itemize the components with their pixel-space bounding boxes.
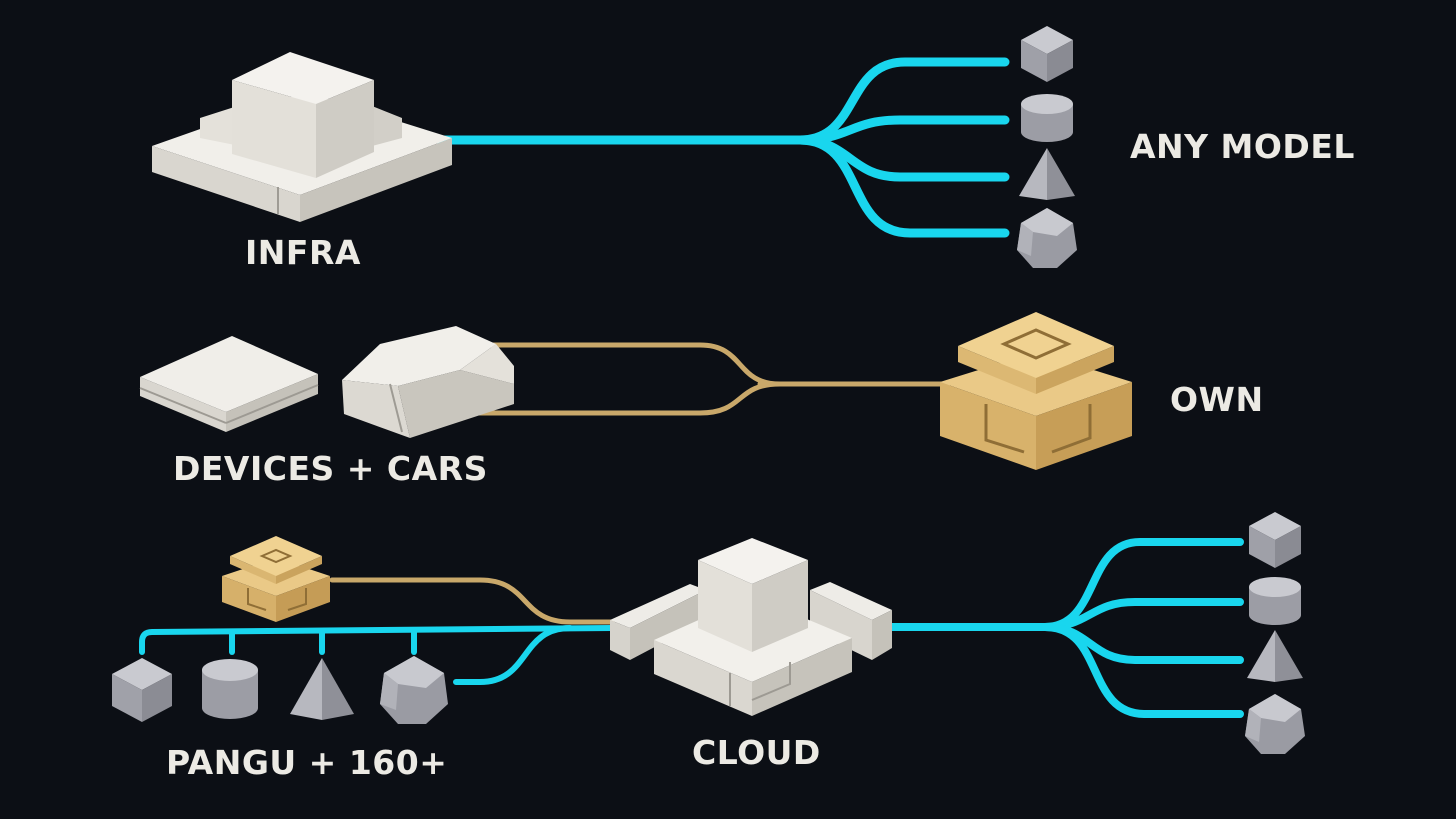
pangu-dodecahedron-icon: [380, 656, 448, 724]
cloud-cylinder-icon: [1249, 577, 1301, 625]
pangu-branch-dodeca: [453, 625, 573, 685]
devices-links: [467, 342, 951, 416]
car-icon: [342, 326, 514, 438]
any-model-label: ANY MODEL: [1130, 127, 1355, 166]
own-block-icon: [940, 312, 1132, 470]
cylinder-icon: [1021, 94, 1073, 142]
infra-label: INFRA: [245, 233, 361, 272]
cloud-dodecahedron-icon: [1245, 694, 1305, 754]
cloud-links: [876, 538, 1244, 718]
pangu-pyramid-icon: [290, 658, 354, 720]
pangu-bus: [139, 625, 615, 655]
pyramid-icon: [1019, 148, 1075, 200]
pangu-cube-icon: [112, 658, 172, 722]
device-icon: [139, 336, 319, 432]
pangu-label: PANGU + 160+: [166, 743, 448, 782]
infra-links: [435, 57, 1010, 238]
pangu-gold-link: [329, 577, 615, 625]
infra-link-cube: [795, 57, 1010, 145]
dodecahedron-icon: [1017, 208, 1077, 268]
cloud-cube-icon: [1249, 512, 1301, 568]
cube-icon: [1021, 26, 1073, 82]
own-label: OWN: [1170, 380, 1264, 419]
car-bottom-link: [467, 381, 783, 416]
pangu-links: [139, 625, 615, 685]
infra-block-icon: [152, 52, 452, 222]
cloud-block-icon: [610, 538, 892, 716]
pangu-cylinder-icon: [202, 659, 258, 719]
car-top-link: [487, 342, 783, 387]
infra-link-dodeca: [795, 135, 1010, 238]
devices-cars-label: DEVICES + CARS: [173, 449, 488, 488]
cloud-label: CLOUD: [692, 733, 821, 772]
pangu-gold-block-icon: [222, 536, 330, 622]
cloud-pyramid-icon: [1247, 630, 1303, 682]
